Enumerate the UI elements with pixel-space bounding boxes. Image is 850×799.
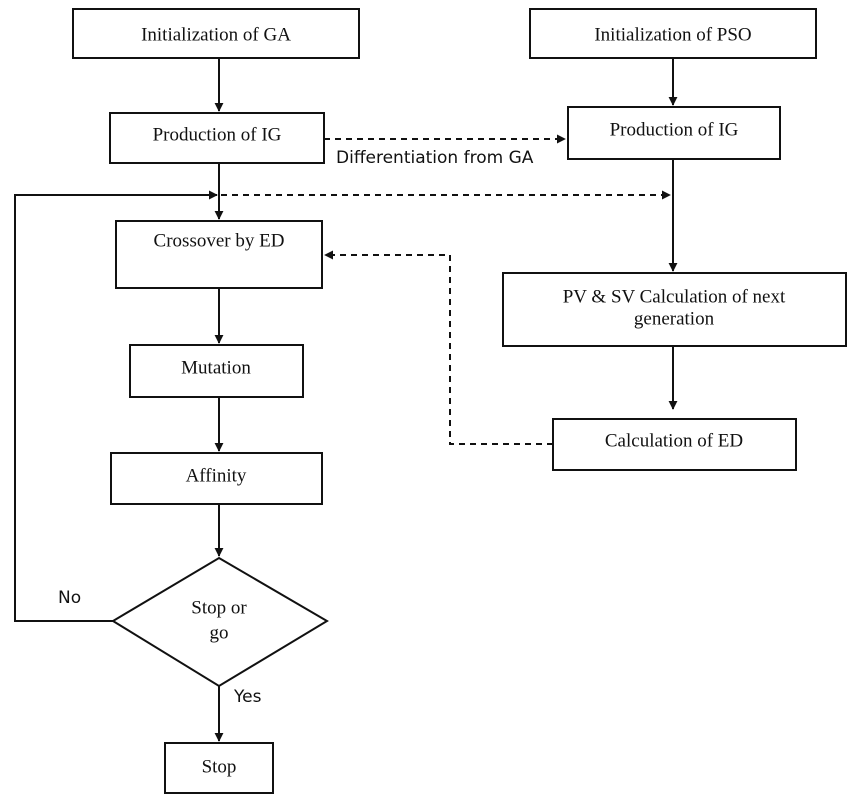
init-ga-label: Initialization of GA <box>141 24 291 45</box>
dashed-arrow-calc-ed-to-crossover <box>324 250 553 445</box>
pv-sv-box <box>502 272 847 347</box>
arrow-no-loop <box>14 190 218 622</box>
stop-box <box>164 742 274 794</box>
decision-label-line1: Stop or <box>191 597 247 618</box>
differentiation-label: Differentiation from GA <box>336 148 534 168</box>
yes-label: Yes <box>233 687 262 707</box>
decision-label-line2: go <box>210 622 229 643</box>
no-label: No <box>58 588 81 608</box>
init-pso-label: Initialization of PSO <box>594 24 751 45</box>
affinity-box <box>110 452 323 505</box>
init-pso-box <box>529 8 817 59</box>
calc-ed-label: Calculation of ED <box>605 430 743 451</box>
pv-sv-label-line2: generation <box>634 308 715 329</box>
stop-label: Stop <box>202 756 237 777</box>
production-ig-pso-box <box>567 106 781 160</box>
production-ig-ga-label: Production of IG <box>153 124 282 145</box>
init-ga-box <box>72 8 360 59</box>
pv-sv-label-line1: PV & SV Calculation of next <box>563 286 786 307</box>
affinity-label: Affinity <box>186 465 247 486</box>
mutation-box <box>129 344 304 398</box>
crossover-label: Crossover by ED <box>154 230 285 251</box>
mutation-label: Mutation <box>181 357 251 378</box>
production-ig-ga-box <box>109 112 325 164</box>
production-ig-pso-label: Production of IG <box>610 119 739 140</box>
